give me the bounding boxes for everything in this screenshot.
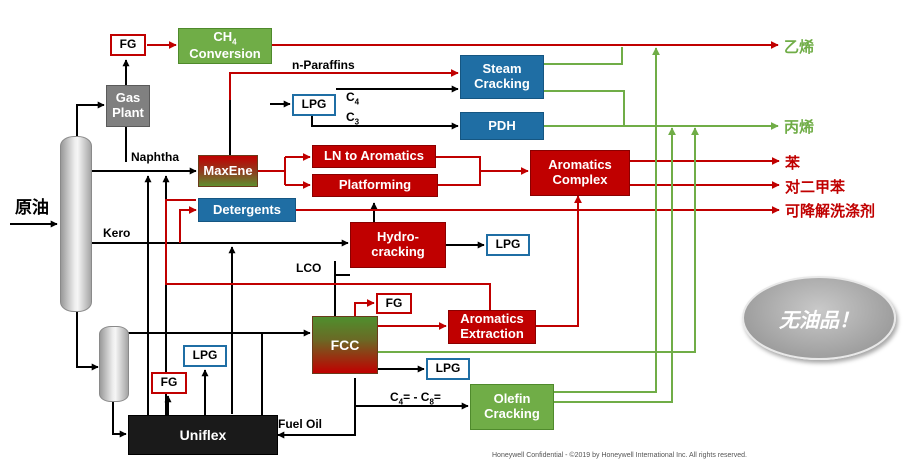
- maxene-box: MaxEne: [198, 155, 258, 187]
- naphtha-label: Naphtha: [131, 150, 179, 164]
- footer-copyright: Honeywell Confidential - ©2019 by Honeyw…: [492, 452, 747, 459]
- steam-cracking-box: Steam Cracking: [460, 55, 544, 99]
- lpg-box-hydrocracking: LPG: [486, 234, 530, 256]
- lpg-box-c3c4: LPG: [292, 94, 336, 116]
- aromatics-complex-box: Aromatics Complex: [530, 150, 630, 196]
- fuel-oil-label: Fuel Oil: [278, 417, 323, 431]
- lpg-box-fcc: LPG: [426, 358, 470, 380]
- product-detergents: 可降解洗涤剂: [785, 203, 876, 220]
- ch4-conversion-label: Conversion: [189, 45, 261, 61]
- pdh-box: PDH: [460, 112, 544, 140]
- c4-c8-olefins-label: C4= - C8=: [390, 390, 441, 407]
- c3-label: C3: [346, 110, 360, 127]
- gas-plant-box: Gas Plant: [106, 85, 150, 127]
- column-to-vacuum: [76, 311, 99, 371]
- fg-box-top: FG: [110, 34, 146, 56]
- product-propylene: 丙烯: [784, 119, 815, 136]
- ch4-subscript: 4: [232, 37, 237, 47]
- fg-box-uniflex: FG: [151, 372, 187, 394]
- olefin-cracking-box: Olefin Cracking: [470, 384, 554, 430]
- lpg-box-uniflex: LPG: [183, 345, 227, 367]
- ch4-conversion-box: CH4 Conversion: [178, 28, 272, 64]
- ch4-label: CH: [213, 29, 233, 45]
- ln-to-aromatics-box: LN to Aromatics: [312, 145, 436, 168]
- aromatics-extraction-box: Aromatics Extraction: [448, 310, 536, 344]
- uniflex-box: Uniflex: [128, 415, 278, 455]
- product-ethylene: 乙烯: [784, 39, 815, 56]
- column-to-gasplant: [76, 101, 105, 137]
- fg-box-fcc: FG: [376, 293, 412, 314]
- product-benzene: 苯: [785, 155, 801, 172]
- n-paraffins-label: n-Paraffins: [292, 58, 355, 72]
- crude-label: 原油: [15, 198, 49, 217]
- platforming-box: Platforming: [312, 174, 438, 197]
- fcc-box: FCC: [312, 316, 378, 374]
- c4-label: C4: [346, 90, 360, 107]
- hydrocracking-box: Hydro-cracking: [350, 222, 446, 268]
- vacuum-column: [99, 326, 129, 402]
- kero-label: Kero: [103, 226, 131, 240]
- crude-distillation-column: [60, 136, 92, 312]
- lco-label: LCO: [296, 261, 322, 275]
- no-fuel-oil-callout: 无油品！: [742, 276, 896, 360]
- product-paraxylene: 对二甲苯: [785, 179, 846, 196]
- detergents-box: Detergents: [198, 198, 296, 222]
